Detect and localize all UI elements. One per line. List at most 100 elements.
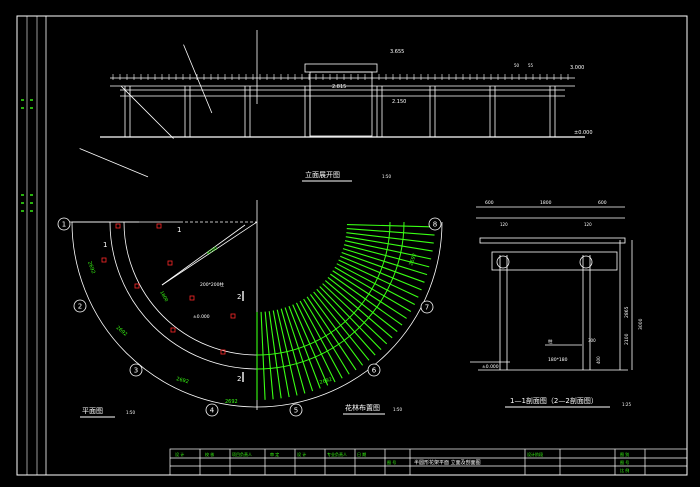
elev-level-top-left: 3.655 — [390, 49, 404, 55]
cut-mark-2a: 2 — [237, 293, 241, 301]
planting-outline — [256, 221, 443, 408]
post-marker — [170, 327, 176, 333]
planting-arc-mid — [256, 221, 405, 370]
sec-beam: 180*180 — [548, 357, 568, 363]
axis-label: 5 — [294, 407, 298, 415]
planting-slat — [327, 276, 398, 333]
elev-level-top-right: 3.000 — [570, 65, 584, 71]
planting-slat — [332, 270, 407, 319]
elevation-scale: 1:50 — [382, 174, 391, 179]
plan-dim-a: 2692 — [86, 261, 96, 275]
planting-arc-inner — [256, 221, 391, 356]
axis-label: 7 — [425, 304, 429, 312]
planting-slat — [343, 244, 430, 268]
plan-radials — [65, 30, 258, 223]
cut-mark-1a: 1 — [103, 241, 107, 249]
plan-post-markers — [101, 223, 236, 355]
plan-dim-d: 2692 — [319, 377, 333, 386]
plan-title: 平面图 — [82, 407, 103, 415]
planting-slat — [313, 291, 370, 361]
plan-level: ±0.000 — [193, 314, 210, 320]
axis-circle — [205, 403, 219, 417]
sec-dim-right: 600 — [598, 200, 607, 206]
elev-small-a: 50 — [514, 63, 520, 68]
tb-right-b: 图 号 — [620, 459, 629, 465]
tb-cell-7: 图 号 — [387, 459, 396, 465]
elevation-title: 立面展开图 — [305, 170, 340, 179]
title-block — [169, 448, 688, 476]
plan-beam — [183, 44, 213, 114]
tb-cell-1: 校 核 — [205, 451, 214, 457]
planting-view — [256, 221, 435, 400]
sec-post-note: 柱 — [548, 338, 553, 345]
planting-slat — [268, 311, 282, 399]
axis-label: 3 — [134, 367, 138, 375]
planting-slat — [292, 304, 329, 386]
sec-base: 400 — [596, 356, 601, 364]
section-view — [470, 206, 633, 371]
axis-label: 1 — [62, 221, 66, 229]
post-marker — [230, 313, 236, 319]
planting-slat — [319, 286, 382, 350]
planting-scale: 1:50 — [393, 407, 402, 412]
planting-slat — [306, 296, 357, 371]
planting-slat — [322, 283, 388, 345]
post-marker — [156, 223, 162, 229]
tb-right-c: 比 例 — [620, 467, 629, 473]
axis-circle — [129, 363, 143, 377]
axis-markers: 1 2 3 4 5 6 7 8 — [57, 217, 442, 417]
tb-cell-0: 设 计 — [175, 451, 184, 457]
axis-label: 8 — [433, 221, 437, 229]
sec-dim-total: 3000 — [638, 318, 644, 330]
left-strip-marks — [21, 99, 33, 212]
section-title: 1—1剖面图（2—2剖面图） — [510, 396, 598, 405]
plan-scale: 1:50 — [126, 410, 135, 415]
axis-circle — [73, 299, 87, 313]
planting-slat — [345, 236, 433, 252]
planting-slat — [303, 298, 350, 375]
planting-slat — [284, 307, 314, 392]
sec-dim-left: 600 — [485, 200, 494, 206]
post-marker — [167, 260, 173, 266]
sec-dim-top-a: 120 — [500, 222, 508, 227]
sec-dim-a: 2100 — [624, 333, 630, 345]
axis-circle — [428, 217, 442, 231]
plan-post-size: 200*200柱 — [200, 281, 224, 288]
plan-dim-e: 2692 — [408, 253, 418, 267]
axis-circle — [289, 403, 303, 417]
tb-cell-3: 项目负责人 — [232, 451, 252, 457]
elev-level-mid-left: 2.815 — [332, 84, 346, 90]
post-marker — [220, 349, 226, 355]
tb-right-a: 图 别 — [620, 451, 629, 457]
plan-dim-b: 2692 — [115, 325, 129, 338]
planting-slat — [339, 255, 422, 291]
planting-slat — [338, 259, 419, 298]
axis-circle — [57, 217, 71, 231]
planting-slat — [309, 294, 364, 366]
planting-slat — [276, 309, 298, 396]
axis-label: 6 — [372, 367, 377, 375]
axis-label: 2 — [78, 303, 82, 311]
post-marker — [134, 283, 140, 289]
post-marker — [101, 257, 107, 263]
sec-dim-mid: 1800 — [540, 200, 552, 206]
tb-cell-4: 专业负责人 — [327, 451, 347, 457]
planting-slat — [346, 232, 434, 244]
planting-slat — [295, 302, 336, 383]
planting-slat — [299, 300, 343, 379]
planting-slat — [260, 311, 266, 400]
planting-slat — [344, 240, 432, 260]
sec-dim-b: 2865 — [624, 306, 630, 318]
planting-slat — [280, 308, 306, 394]
axis-label: 4 — [210, 407, 215, 415]
elev-level-ground: ±0.000 — [574, 130, 593, 136]
planting-slat — [341, 251, 425, 283]
tb-cell-6: 日 期 — [357, 451, 366, 457]
plan-view — [71, 200, 258, 410]
elev-small-b: 55 — [528, 63, 534, 68]
tb-cell-5: 设 计 — [297, 451, 306, 457]
plan-dim-radius: 4700 — [206, 245, 219, 256]
elevation-view — [100, 63, 585, 138]
section-scale: 1:25 — [622, 402, 631, 407]
